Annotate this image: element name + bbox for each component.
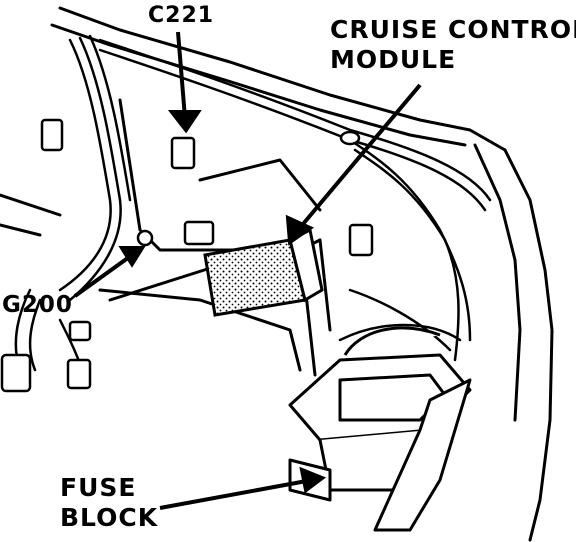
fuse-block-assembly bbox=[288, 326, 472, 532]
cruise-control-module-box bbox=[203, 227, 324, 317]
connectors bbox=[0, 118, 374, 393]
callout-arrows bbox=[73, 31, 422, 510]
c221-connector-label: C221 bbox=[148, 3, 215, 28]
g200-ground-label: G200 bbox=[2, 292, 73, 318]
cruise-control-module-label: CRUISE CONTROL MODULE bbox=[330, 15, 576, 74]
fuse-block-label: FUSE BLOCK bbox=[60, 473, 159, 532]
